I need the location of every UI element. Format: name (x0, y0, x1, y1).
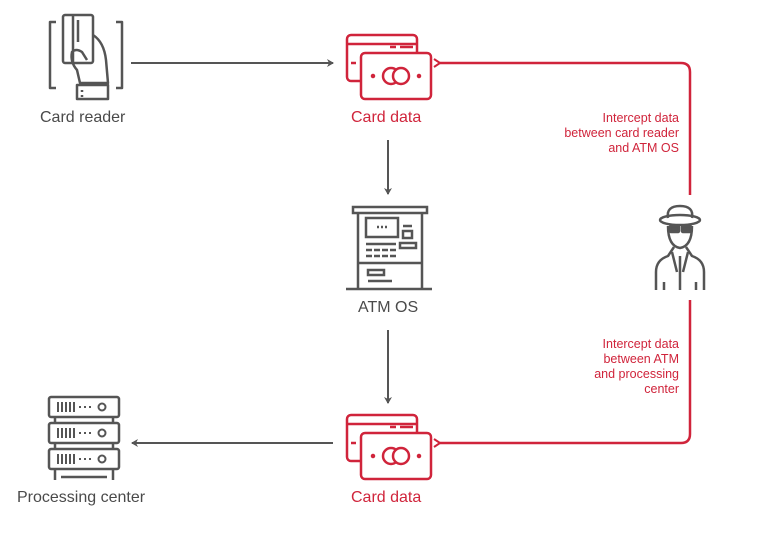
atm-os-label: ATM OS (358, 299, 419, 316)
card-reader-label: Card reader (40, 109, 126, 126)
credit-card-icon (345, 33, 433, 101)
server-rack-icon (47, 395, 121, 480)
intercept-top-note: Intercept data between card reader and A… (564, 111, 679, 156)
edge-attacker-to-top-card (433, 58, 692, 195)
note-line: and ATM OS (608, 141, 679, 155)
note-line: Intercept data (602, 111, 679, 125)
intercept-bottom-note: Intercept data between ATM and processin… (594, 337, 679, 397)
atm-icon (346, 205, 432, 291)
note-line: center (644, 382, 679, 396)
note-line: Intercept data (602, 337, 679, 351)
card-data-bottom-label: Card data (351, 489, 422, 506)
edge-attacker-to-bottom-card (433, 300, 692, 448)
note-line: between card reader (564, 126, 679, 140)
processing-center-label: Processing center (17, 489, 146, 506)
card-data-top-label: Card data (351, 109, 422, 126)
credit-card-icon (345, 413, 433, 481)
note-line: between ATM (603, 352, 679, 366)
note-line: and processing (594, 367, 679, 381)
hand-card-reader-icon (48, 13, 124, 101)
spy-hacker-icon (654, 204, 706, 290)
